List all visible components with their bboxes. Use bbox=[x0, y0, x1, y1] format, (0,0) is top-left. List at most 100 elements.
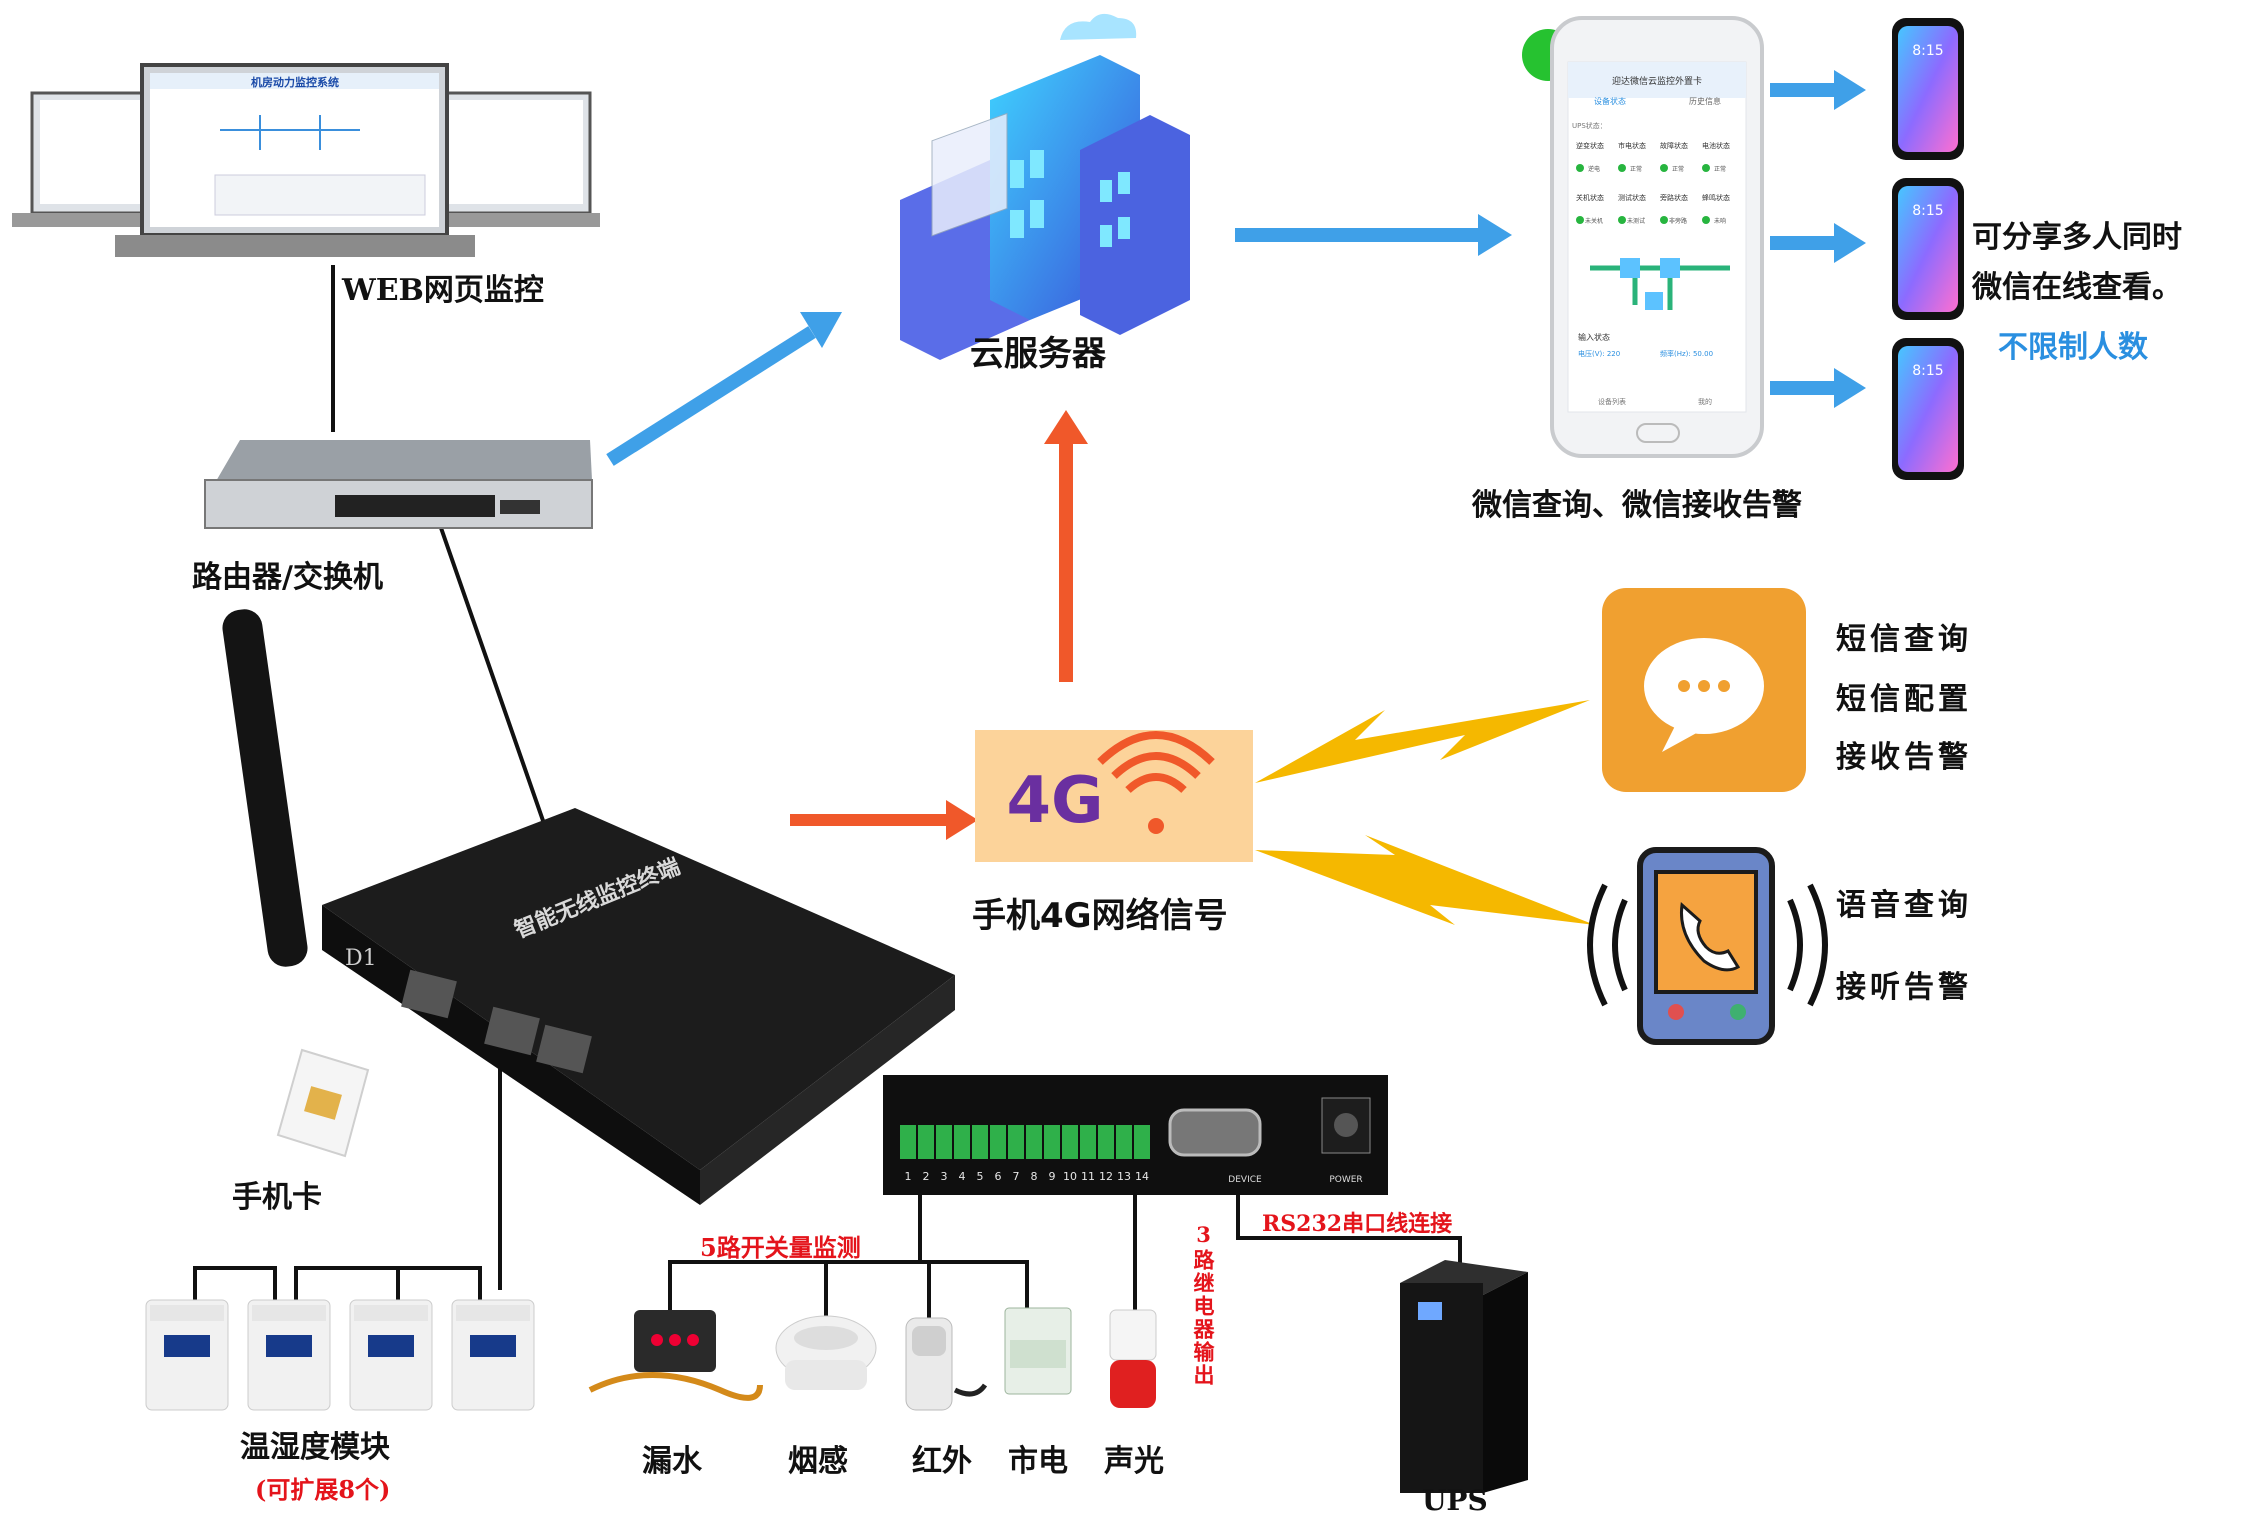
app-ups-status: UPS状态： bbox=[1572, 121, 1607, 130]
app-status-value: 逆电 bbox=[1588, 165, 1600, 173]
io-terminal bbox=[936, 1125, 952, 1159]
io-terminal-number: 6 bbox=[995, 1170, 1002, 1183]
label-4g-network: 手机4G网络信号 bbox=[972, 896, 1228, 936]
app-status-label: 关机状态 bbox=[1576, 193, 1604, 202]
io-terminal bbox=[1062, 1125, 1078, 1159]
label-sms-query: 短信查询 bbox=[1836, 622, 1972, 657]
orange-arrows bbox=[790, 410, 1088, 840]
app-status-label: 故障状态 bbox=[1660, 141, 1688, 150]
io-terminal-number: 8 bbox=[1031, 1170, 1038, 1183]
app-tab-status: 设备状态 bbox=[1594, 96, 1626, 106]
label-cloud-server: 云服务器 bbox=[970, 334, 1106, 374]
io-terminal bbox=[1080, 1125, 1096, 1159]
network-switch bbox=[204, 440, 593, 529]
io-terminal-number: 7 bbox=[1013, 1170, 1020, 1183]
label-voice-alarm: 接听告警 bbox=[1836, 970, 1972, 1005]
label-sensor-alarm: 声光 bbox=[1104, 1444, 1164, 1479]
label-sensor-mains: 市电 bbox=[1008, 1444, 1068, 1479]
io-terminal bbox=[972, 1125, 988, 1159]
io-terminal-number: 13 bbox=[1117, 1170, 1131, 1183]
app-input-title: 输入状态 bbox=[1578, 332, 1610, 342]
app-status-value: 正常 bbox=[1714, 165, 1726, 173]
app-status-value: 未关机 bbox=[1585, 217, 1603, 225]
smoke-sensor bbox=[775, 1315, 877, 1390]
water-leak-sensor bbox=[588, 1310, 763, 1401]
io-terminal-number: 11 bbox=[1081, 1170, 1095, 1183]
app-status-label: 测试状态 bbox=[1618, 193, 1646, 202]
io-terminal bbox=[1098, 1125, 1114, 1159]
label-share-line2: 微信在线查看。 bbox=[1972, 270, 2182, 305]
app-status-value: 非旁路 bbox=[1669, 217, 1687, 225]
app-status-dot bbox=[1702, 216, 1710, 224]
app-tab-history: 历史信息 bbox=[1689, 96, 1721, 106]
io-terminal bbox=[918, 1125, 934, 1159]
phone-time: 8:15 bbox=[1912, 43, 1943, 59]
io-terminal-number: 5 bbox=[977, 1170, 984, 1183]
label-sensor-smoke: 烟感 bbox=[788, 1444, 848, 1479]
mains-power-sensor bbox=[1004, 1307, 1072, 1395]
io-terminal bbox=[1026, 1125, 1042, 1159]
blue-arrows bbox=[606, 70, 1866, 466]
app-status-dot bbox=[1576, 216, 1584, 224]
io-terminal-number: 3 bbox=[941, 1170, 948, 1183]
label-voice-query: 语音查询 bbox=[1836, 888, 1972, 923]
laptop-group: 机房动力监控系统 bbox=[12, 63, 600, 257]
label-rs232: RS232串口线连接 bbox=[1262, 1211, 1453, 1237]
label-sensor-infrared: 红外 bbox=[912, 1444, 972, 1479]
app-status-label: 旁路状态 bbox=[1660, 193, 1688, 202]
app-frequency: 频率(Hz): 50.00 bbox=[1660, 349, 1713, 358]
sound-light-alarm bbox=[1109, 1309, 1157, 1408]
label-temp-module: 温湿度模块 bbox=[240, 1430, 390, 1465]
cloud-server-icon bbox=[900, 13, 1190, 360]
app-status-dot bbox=[1576, 164, 1584, 172]
io-port-power: POWER bbox=[1329, 1175, 1362, 1185]
arrow-head bbox=[800, 312, 842, 348]
sim-card-icon bbox=[276, 1048, 370, 1158]
infrared-sensor bbox=[905, 1317, 988, 1411]
badge-4g-text: 4G bbox=[1006, 764, 1103, 838]
app-status-value: 正常 bbox=[1672, 165, 1684, 173]
app-status-value: 正常 bbox=[1630, 165, 1642, 173]
io-terminal bbox=[1116, 1125, 1132, 1159]
svg-text:D1: D1 bbox=[345, 946, 377, 971]
app-status-value: 未响 bbox=[1714, 217, 1726, 225]
io-terminal bbox=[954, 1125, 970, 1159]
app-status-dot bbox=[1660, 216, 1668, 224]
app-status-dot bbox=[1618, 216, 1626, 224]
io-terminal bbox=[1008, 1125, 1024, 1159]
sms-icon bbox=[1602, 588, 1806, 792]
label-temp-expand: (可扩展8个) bbox=[255, 1475, 391, 1504]
label-ups: UPS bbox=[1422, 1484, 1488, 1517]
label-sms-alarm: 接收告警 bbox=[1836, 740, 1972, 775]
phone-time: 8:15 bbox=[1912, 203, 1943, 219]
monitor-title: 机房动力监控系统 bbox=[251, 75, 339, 89]
ups-icon bbox=[1400, 1260, 1528, 1493]
wireless-terminal: 智能无线监控终端 D1 bbox=[222, 609, 955, 1205]
label-unlimited: 不限制人数 bbox=[1998, 330, 2148, 365]
app-nav-me: 我的 bbox=[1698, 397, 1712, 406]
app-status-rows: 逆变状态逆电市电状态正常故障状态正常电池状态正常关机状态未关机测试状态未测试旁路… bbox=[1576, 141, 1730, 225]
io-terminal-number: 4 bbox=[959, 1170, 966, 1183]
app-status-label: 电池状态 bbox=[1702, 141, 1730, 150]
label-sensor-water: 漏水 bbox=[642, 1444, 702, 1479]
app-nav-home: 设备列表 bbox=[1598, 397, 1626, 406]
wire-lines bbox=[193, 265, 1462, 1325]
label-relay: 3路继电器输出 bbox=[1191, 1222, 1216, 1387]
io-terminal-number: 2 bbox=[923, 1170, 930, 1183]
app-status-label: 市电状态 bbox=[1618, 141, 1646, 150]
app-status-dot bbox=[1618, 164, 1626, 172]
io-terminal-number: 9 bbox=[1049, 1170, 1056, 1183]
badge-4g: 4G bbox=[975, 730, 1253, 862]
io-terminal-number: 10 bbox=[1063, 1170, 1077, 1183]
io-terminal bbox=[1134, 1125, 1150, 1159]
lightning-bolts bbox=[1255, 700, 1595, 925]
io-terminal bbox=[990, 1125, 1006, 1159]
temp-humidity-modules bbox=[145, 1299, 535, 1411]
app-status-dot bbox=[1660, 164, 1668, 172]
app-voltage: 电压(V): 220 bbox=[1578, 349, 1620, 358]
app-title: 迎达微信云监控外置卡 bbox=[1612, 75, 1702, 87]
